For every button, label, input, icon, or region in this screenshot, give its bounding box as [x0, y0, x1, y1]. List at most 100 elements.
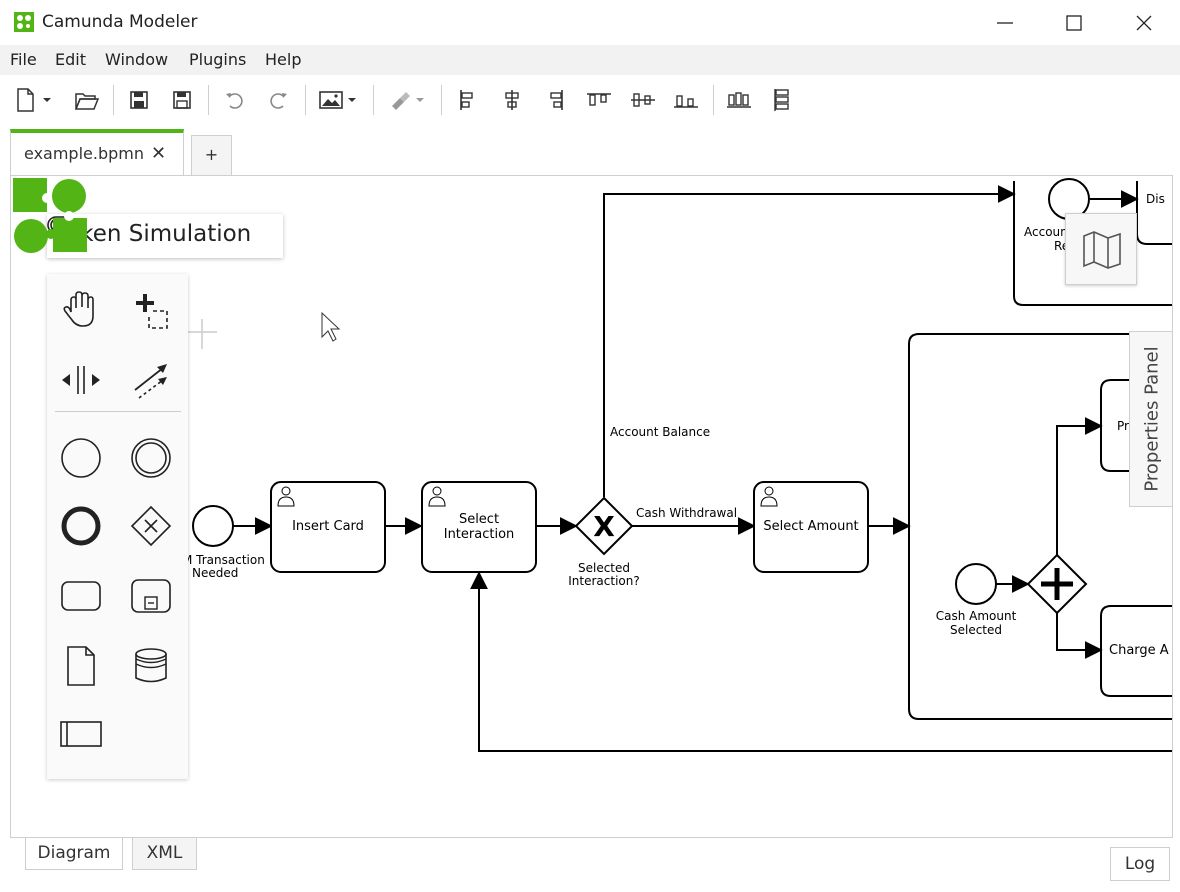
- distribute-horizontal-icon[interactable]: [724, 86, 754, 114]
- export-image-icon[interactable]: [316, 86, 362, 114]
- event-cash-amount-label-2: Selected: [950, 623, 1002, 637]
- toolbar-separator: [305, 85, 306, 115]
- task-pr-box[interactable]: [1100, 379, 1173, 472]
- properties-panel-toggle[interactable]: Properties Panel: [1129, 331, 1172, 507]
- palette-divider: [55, 411, 181, 412]
- subprocess-tool-icon[interactable]: [127, 572, 175, 620]
- minimize-icon[interactable]: [990, 8, 1020, 38]
- gateway-plus-marker: [1041, 568, 1073, 600]
- menu-help[interactable]: Help: [265, 50, 302, 69]
- user-task-icon: [760, 486, 778, 507]
- gateway-label-2: Interaction?: [568, 574, 639, 588]
- tab-diagram[interactable]: Diagram: [25, 838, 123, 870]
- align-bottom-icon[interactable]: [671, 86, 701, 114]
- space-tool-icon[interactable]: [57, 356, 105, 404]
- gateway-x-marker: X: [593, 510, 615, 543]
- tool-palette: [47, 274, 188, 779]
- align-right-icon[interactable]: [541, 86, 571, 114]
- token-simulation-label: Token Simulation: [56, 221, 252, 247]
- start-event-label-1: M Transaction: [182, 553, 265, 567]
- start-event-atm[interactable]: [192, 505, 234, 547]
- distribute-vertical-icon[interactable]: [767, 86, 797, 114]
- sequence-flow: [1056, 417, 1103, 555]
- camunda-app-icon: [14, 12, 34, 32]
- menu-bar: File Edit Window Plugins Help: [0, 45, 1180, 75]
- exclusive-gateway[interactable]: [574, 496, 634, 556]
- task-dis-box[interactable]: [1136, 181, 1173, 245]
- toolbar: [0, 75, 1180, 125]
- new-file-icon[interactable]: [12, 86, 56, 114]
- maximize-icon[interactable]: [1059, 8, 1089, 38]
- task-tool-icon[interactable]: [57, 572, 105, 620]
- flow-account-balance: [603, 185, 1016, 497]
- minimap-toggle[interactable]: [1065, 213, 1137, 285]
- sequence-flow: [1056, 613, 1103, 659]
- save-icon[interactable]: [124, 86, 154, 114]
- toolbar-separator: [373, 85, 374, 115]
- user-task-icon: [277, 486, 295, 507]
- align-left-icon[interactable]: [452, 86, 482, 114]
- task-pr-label: Pr: [1117, 419, 1129, 433]
- crosshair-cursor: [187, 319, 217, 349]
- task-select-interaction-label-1: Select: [459, 512, 499, 527]
- task-charge-box[interactable]: [1100, 605, 1173, 697]
- menu-window[interactable]: Window: [105, 50, 169, 69]
- toolbar-separator: [113, 85, 114, 115]
- add-tab-button[interactable]: +: [191, 135, 232, 175]
- menu-edit[interactable]: Edit: [55, 50, 86, 69]
- task-dis-label: Dis: [1146, 192, 1165, 206]
- undo-icon[interactable]: [220, 86, 250, 114]
- title-bar: Camunda Modeler: [0, 0, 1180, 45]
- task-select-amount-label: Select Amount: [763, 519, 858, 534]
- tab-example-bpmn[interactable]: example.bpmn ✕: [10, 129, 184, 175]
- pool-tool-icon[interactable]: [57, 710, 105, 758]
- flow-account-balance-label: Account Balance: [610, 425, 710, 439]
- start-event-label-2: Needed: [192, 566, 238, 580]
- toolbar-separator: [208, 85, 209, 115]
- redo-icon[interactable]: [263, 86, 293, 114]
- tab-xml[interactable]: XML: [132, 838, 197, 870]
- event-account-label-1: Accoun: [1024, 225, 1068, 239]
- menu-file[interactable]: File: [10, 50, 37, 69]
- subprocess-cash[interactable]: [908, 333, 1173, 720]
- map-icon: [1083, 231, 1121, 269]
- color-brush-icon[interactable]: [384, 86, 430, 114]
- diagram-canvas[interactable]: Accoun Req Dis Account Balance M Transac…: [10, 175, 1173, 838]
- mouse-cursor: [321, 311, 341, 342]
- tab-label: example.bpmn: [24, 144, 144, 163]
- start-event-cash-amount[interactable]: [955, 563, 997, 605]
- tab-bar: example.bpmn ✕ +: [0, 125, 1180, 175]
- align-middle-icon[interactable]: [628, 86, 658, 114]
- flow-cash-withdrawal-label: Cash Withdrawal: [636, 506, 737, 520]
- start-event-tool-icon[interactable]: [57, 434, 105, 482]
- properties-panel-label: Properties Panel: [1141, 346, 1163, 492]
- subprocess-account[interactable]: [1013, 181, 1173, 306]
- lasso-tool-icon[interactable]: [127, 286, 175, 334]
- log-button[interactable]: Log: [1110, 847, 1170, 881]
- open-folder-icon[interactable]: [72, 86, 102, 114]
- save-as-icon[interactable]: [167, 86, 197, 114]
- hand-tool-icon[interactable]: [57, 286, 105, 334]
- event-cash-amount-label-1: Cash Amount: [936, 609, 1017, 623]
- align-center-icon[interactable]: [497, 86, 527, 114]
- task-select-interaction-label-2: Interaction: [444, 527, 515, 542]
- data-store-tool-icon[interactable]: [127, 642, 175, 690]
- user-task-icon: [428, 486, 446, 507]
- camunda-logo-icon: [13, 178, 87, 253]
- gateway-tool-icon[interactable]: [127, 502, 175, 550]
- data-object-tool-icon[interactable]: [57, 642, 105, 690]
- task-insert-card-label: Insert Card: [292, 519, 364, 534]
- align-top-icon[interactable]: [584, 86, 614, 114]
- end-event-tool-icon[interactable]: [57, 502, 105, 550]
- gateway-label-1: Selected: [578, 561, 630, 575]
- flow-loop-back: [470, 571, 1172, 752]
- menu-plugins[interactable]: Plugins: [189, 50, 247, 69]
- close-window-icon[interactable]: [1129, 8, 1159, 38]
- intermediate-event-tool-icon[interactable]: [127, 434, 175, 482]
- close-tab-icon[interactable]: ✕: [151, 143, 167, 164]
- connect-tool-icon[interactable]: [127, 356, 175, 404]
- window-title: Camunda Modeler: [42, 12, 198, 32]
- toolbar-separator: [441, 85, 442, 115]
- task-charge-label: Charge A: [1109, 643, 1169, 658]
- toolbar-separator: [713, 85, 714, 115]
